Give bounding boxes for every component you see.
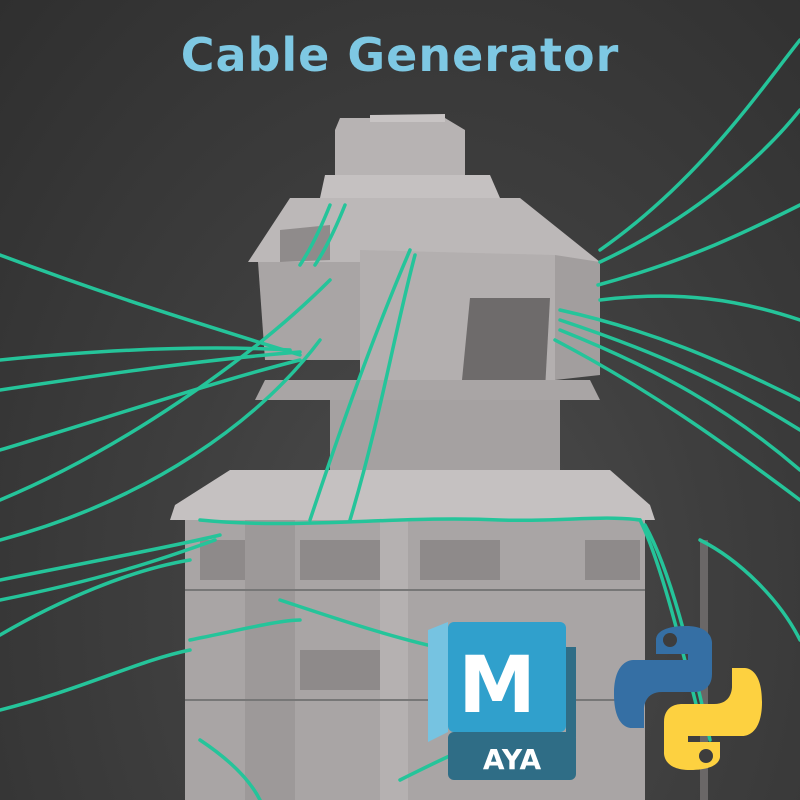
tower-upper — [248, 114, 600, 470]
maya-logo-letter: M — [458, 641, 536, 731]
maya-logo-label: AYA — [483, 743, 542, 776]
maya-logo-icon: M AYA — [428, 622, 576, 780]
cables — [0, 38, 800, 800]
page-title: Cable Generator — [180, 28, 620, 82]
python-logo-icon — [614, 626, 762, 770]
